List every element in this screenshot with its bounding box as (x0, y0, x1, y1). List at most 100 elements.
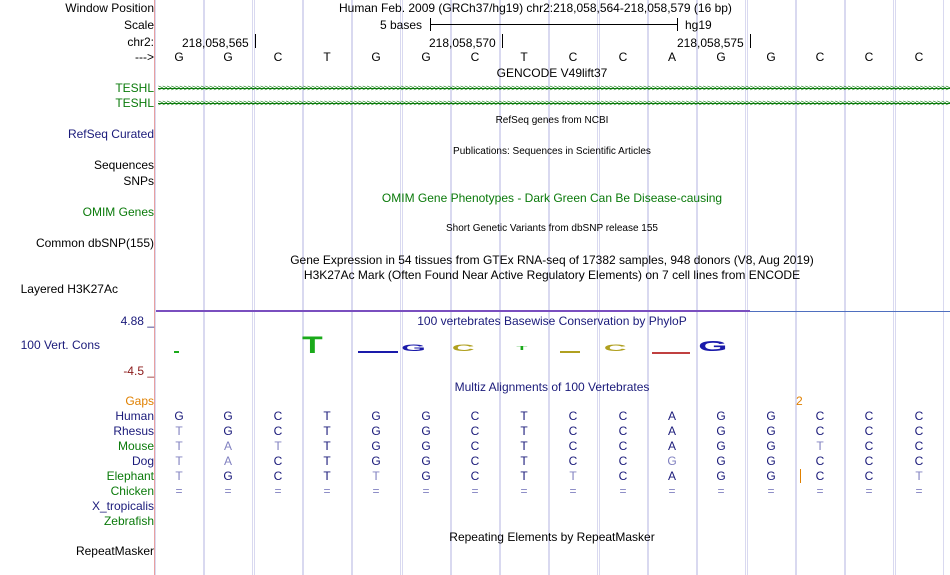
species-label-dog[interactable]: Dog (131, 454, 154, 468)
aligned-base: T (569, 469, 577, 483)
strand-chevrons: >>>>>>>>>>>>>>>>>>>>>>>>>>>>>>>>>>>>>>>>… (158, 99, 950, 107)
aligned-base: G (716, 439, 726, 453)
multiz-track-title[interactable]: Multiz Alignments of 100 Vertebrates (454, 380, 650, 394)
species-label-elephant[interactable]: Elephant (106, 469, 154, 483)
repeatmasker-label[interactable]: RepeatMasker (75, 544, 154, 558)
human-base: C (273, 409, 283, 423)
h3k27ac-track-title[interactable]: H3K27Ac Mark (Often Found Near Active Re… (303, 268, 801, 282)
layered-h3k27ac-label[interactable]: Layered H3K27Ac (20, 282, 118, 296)
gencode-track-title[interactable]: GENCODE V49lift37 (496, 66, 608, 80)
grid-line (352, 0, 353, 575)
aligned-base: T (175, 439, 183, 453)
aligned-base: C (618, 424, 628, 438)
phylop-track-title[interactable]: 100 vertebrates Basewise Conservation by… (417, 314, 687, 328)
scale-bar-text: 5 bases (380, 18, 423, 32)
omim-track-title[interactable]: OMIM Gene Phenotypes - Dark Green Can Be… (381, 191, 723, 205)
aligned-base: T (372, 469, 380, 483)
grid-line (597, 0, 598, 575)
teshl-label-1[interactable]: TESHL (115, 81, 154, 95)
coordinate-label-2: 218,058,570 (429, 36, 496, 50)
teshl-gene-strand-2[interactable]: >>>>>>>>>>>>>>>>>>>>>>>>>>>>>>>>>>>>>>>>… (158, 99, 950, 107)
aligned-base: C (568, 424, 578, 438)
human-base: C (914, 409, 924, 423)
grid-line (696, 0, 697, 575)
aligned-base: C (470, 469, 480, 483)
omim-genes-label[interactable]: OMIM Genes (82, 205, 154, 219)
conservation-max-label: 4.88 _ (120, 314, 154, 328)
coordinate-tick-3 (750, 34, 751, 48)
aligned-base: A (667, 424, 676, 438)
reference-base: C (568, 50, 578, 64)
common-dbsnp-label[interactable]: Common dbSNP(155) (35, 236, 154, 250)
publications-track-title[interactable]: Publications: Sequences in Scientific Ar… (453, 146, 651, 157)
grid-line (204, 0, 205, 575)
grid-line (796, 0, 797, 575)
aligned-base: A (223, 439, 232, 453)
aligned-base: T (175, 469, 183, 483)
human-base: C (618, 409, 628, 423)
scale-bar-left-tick (430, 18, 431, 31)
aligned-base: = (224, 484, 232, 498)
aligned-base: G (766, 469, 776, 483)
aligned-base: G (766, 439, 776, 453)
species-label-chicken[interactable]: Chicken (110, 484, 154, 498)
vert-cons-label[interactable]: 100 Vert. Cons (20, 338, 100, 352)
human-base: G (223, 409, 233, 423)
assembly-name: hg19 (685, 18, 712, 32)
aligned-base: G (766, 424, 776, 438)
human-base: G (371, 409, 381, 423)
refseq-curated-label[interactable]: RefSeq Curated (67, 127, 154, 141)
grid-line (499, 0, 500, 575)
h3k27ac-signal-line-right (750, 311, 950, 312)
aligned-base: G (371, 439, 381, 453)
elephant-insertion-marker (800, 469, 801, 483)
aligned-base: C (273, 469, 283, 483)
gaps-label[interactable]: Gaps (125, 394, 154, 408)
reference-base: C (470, 50, 480, 64)
aligned-base: T (520, 469, 528, 483)
aligned-base: A (667, 469, 676, 483)
grid-line (895, 0, 896, 575)
species-label-mouse[interactable]: Mouse (117, 439, 154, 453)
phylop-bar-2 (358, 351, 398, 353)
h3k27ac-signal-line (156, 310, 750, 312)
aligned-base: = (915, 484, 923, 498)
grid-line (893, 0, 894, 575)
aligned-base: G (421, 454, 431, 468)
species-label-rhesus[interactable]: Rhesus (113, 424, 154, 438)
aligned-base: G (371, 454, 381, 468)
species-label-human[interactable]: Human (115, 409, 154, 423)
dbsnp-track-title[interactable]: Short Genetic Variants from dbSNP releas… (446, 223, 658, 234)
reference-base: T (520, 50, 528, 64)
coordinate-label-3: 218,058,575 (677, 36, 744, 50)
reference-base: C (914, 50, 924, 64)
human-base: C (470, 409, 480, 423)
chr-label: chr2: (127, 35, 154, 49)
species-label-x_tropicalis[interactable]: X_tropicalis (91, 499, 154, 513)
grid-line (845, 0, 846, 575)
aligned-base: = (175, 484, 183, 498)
refseq-track-title[interactable]: RefSeq genes from NCBI (495, 115, 609, 126)
repeatmasker-track-title[interactable]: Repeating Elements by RepeatMasker (449, 530, 655, 544)
teshl-gene-strand-1[interactable]: >>>>>>>>>>>>>>>>>>>>>>>>>>>>>>>>>>>>>>>>… (158, 84, 950, 92)
grid-line (252, 0, 253, 575)
phylop-logo-T2: T (516, 346, 528, 352)
snps-label[interactable]: SNPs (123, 174, 154, 188)
aligned-base: C (470, 424, 480, 438)
aligned-base: T (520, 454, 528, 468)
aligned-base: C (568, 454, 578, 468)
aligned-base: = (816, 484, 824, 498)
grid-line (647, 0, 648, 575)
aligned-base: C (864, 454, 874, 468)
coordinate-label-1: 218,058,565 (182, 36, 249, 50)
aligned-base: T (175, 424, 183, 438)
gtex-track-title[interactable]: Gene Expression in 54 tissues from GTEx … (290, 253, 814, 267)
phylop-logo-G1: G (401, 343, 426, 353)
species-label-zebrafish[interactable]: Zebrafish (103, 514, 154, 528)
sequences-label[interactable]: Sequences (93, 158, 154, 172)
teshl-label-2[interactable]: TESHL (115, 96, 154, 110)
aligned-base: = (865, 484, 873, 498)
phylop-logo-C2: C (603, 343, 627, 353)
grid-line (844, 0, 845, 575)
grid-line (203, 0, 204, 575)
